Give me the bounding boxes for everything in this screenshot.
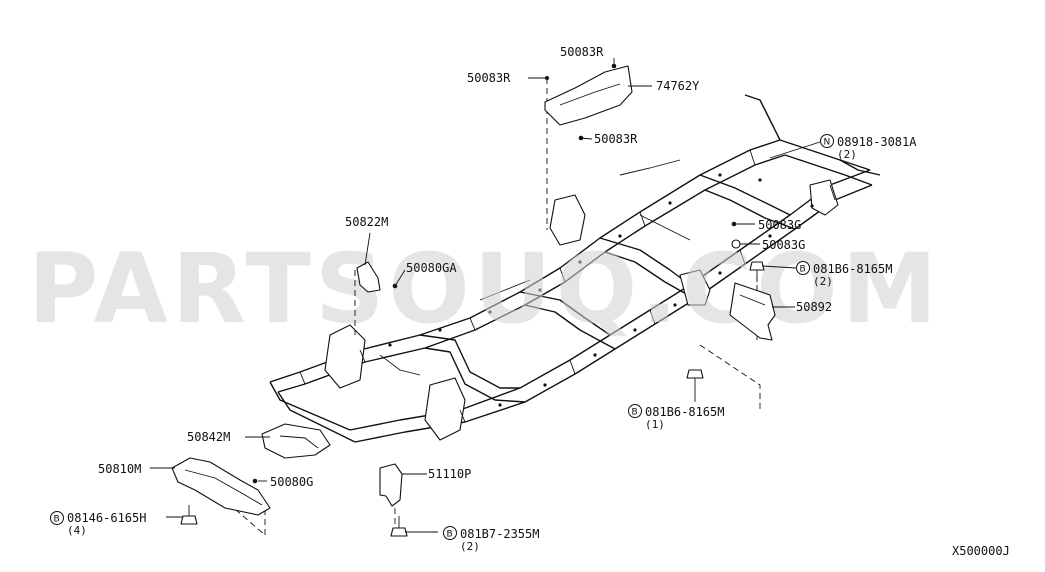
b-symbol-icon: B	[796, 261, 810, 275]
bolt-icon[interactable]	[686, 369, 704, 392]
callout-50083g-1[interactable]: 50083G	[758, 218, 801, 232]
under-cover-50810m[interactable]	[171, 457, 271, 516]
callout-50083g-2[interactable]: 50083G	[762, 238, 805, 252]
bolt-icon[interactable]	[180, 505, 198, 525]
callout-081b6-8165m-top[interactable]: 081B6-8165M	[813, 262, 892, 276]
svg-text:N: N	[824, 138, 831, 148]
n-symbol-icon: N	[820, 134, 834, 148]
callout-08146-6165h[interactable]: 08146-6165H	[67, 511, 146, 525]
callout-08918-3081a[interactable]: 08918-3081A	[837, 135, 917, 149]
svg-text:B: B	[632, 408, 638, 418]
callout-51110p[interactable]: 51110P	[428, 467, 471, 481]
callout-50083r-left[interactable]: 50083R	[467, 71, 511, 85]
callout-50892[interactable]: 50892	[796, 300, 832, 314]
callout-50842m[interactable]: 50842M	[187, 430, 230, 444]
bolt-icon[interactable]	[749, 261, 765, 282]
callout-74762y[interactable]: 74762Y	[656, 79, 700, 93]
qty-081b6-mid: (1)	[645, 418, 665, 431]
callout-50083r-bottom[interactable]: 50083R	[594, 132, 638, 146]
callout-50822m[interactable]: 50822M	[345, 215, 388, 229]
skid-plate-50842m[interactable]	[261, 423, 331, 459]
leader-lines	[150, 58, 821, 533]
callout-50080g[interactable]: 50080G	[270, 475, 313, 489]
qty-08918: (2)	[837, 148, 857, 161]
b-symbol-icon: B	[628, 404, 642, 418]
qty-081b6-top: (2)	[813, 275, 833, 288]
bracket-50822m[interactable]	[356, 261, 381, 293]
callout-50083r-top[interactable]: 50083R	[560, 45, 604, 59]
qty-081b7: (2)	[460, 540, 480, 553]
callout-081b6-8165m-mid[interactable]: 081B6-8165M	[645, 405, 724, 419]
diagram-code: X500000J	[952, 544, 1010, 558]
watermark: PARTSOUQ.COM	[28, 233, 941, 345]
callout-50810m[interactable]: 50810M	[98, 462, 141, 476]
clip-icon[interactable]	[731, 239, 741, 249]
bracket-50892[interactable]	[729, 282, 776, 341]
heat-shield-74762y[interactable]	[544, 65, 633, 126]
b-symbol-icon: B	[443, 526, 457, 540]
qty-08146: (4)	[67, 524, 87, 537]
svg-text:B: B	[447, 530, 453, 540]
b-symbol-icon: B	[50, 511, 64, 525]
callout-081b7-2355m[interactable]: 081B7-2355M	[460, 527, 539, 541]
chassis-frame	[269, 94, 881, 443]
bracket-51110p[interactable]	[379, 463, 403, 507]
bolt-icon[interactable]	[390, 516, 408, 537]
callout-50080ga[interactable]: 50080GA	[406, 261, 457, 275]
svg-text:B: B	[54, 515, 60, 525]
svg-text:B: B	[800, 265, 806, 275]
